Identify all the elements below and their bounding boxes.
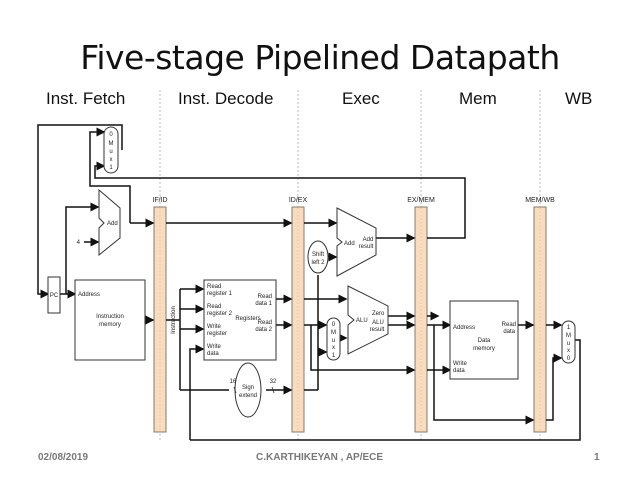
stage-label-fetch: Inst. Fetch (46, 89, 126, 108)
svg-text:u: u (332, 338, 335, 344)
svg-text:memory: memory (473, 346, 495, 352)
slide-title: Five-stage Pipelined Datapath (80, 38, 560, 77)
alu: ALU Zero ALU result (347, 285, 389, 355)
wires (37, 124, 581, 441)
svg-text:x: x (567, 348, 570, 354)
shift-left-2: Shift left 2 (307, 240, 329, 274)
data-memory: Address Data memory Read data Write data (449, 300, 519, 380)
svg-text:Add: Add (107, 221, 118, 227)
svg-text:Write: Write (207, 344, 222, 350)
footer-page-number: 1 (594, 452, 600, 463)
stage-label-exec: Exec (342, 89, 380, 108)
alu-mux: 0 M u x 1 (326, 317, 341, 361)
constant-four: 4 (77, 240, 81, 246)
svg-text:memory: memory (99, 322, 121, 328)
memwb-label: MEM/WB (525, 197, 555, 204)
svg-text:1: 1 (567, 325, 571, 331)
svg-text:PC: PC (50, 293, 59, 299)
writeback-mux: 1 M u x 0 (561, 320, 576, 364)
pipeline-register-idex: ID/EX (289, 197, 308, 433)
instruction-bus-label: Instruction (171, 306, 177, 334)
svg-text:data: data (503, 329, 515, 335)
svg-text:Add: Add (344, 241, 355, 247)
svg-text:0: 0 (109, 132, 113, 138)
svg-text:Read: Read (207, 284, 221, 290)
pc-adder: Add (98, 188, 121, 257)
pipeline-register-memwb: MEM/WB (525, 197, 555, 433)
svg-text:data 1: data 1 (255, 301, 272, 307)
svg-text:Read: Read (502, 322, 516, 328)
branch-adder: Add Add result (336, 207, 377, 277)
svg-text:ALU: ALU (372, 320, 384, 326)
svg-text:M: M (331, 330, 336, 336)
svg-text:data 2: data 2 (255, 327, 272, 333)
svg-text:Write: Write (207, 324, 222, 330)
svg-text:1: 1 (332, 353, 336, 359)
svg-text:0: 0 (567, 356, 571, 362)
stage-label-wb: WB (565, 89, 593, 108)
stage-label-decode: Inst. Decode (178, 89, 274, 108)
svg-text:1: 1 (109, 165, 113, 171)
idex-label: ID/EX (289, 197, 308, 204)
svg-text:ALU: ALU (356, 318, 368, 324)
svg-text:Read: Read (258, 294, 272, 300)
svg-text:M: M (109, 141, 114, 147)
svg-text:Address: Address (453, 325, 475, 331)
svg-text:Write: Write (453, 361, 468, 367)
svg-text:32: 32 (270, 379, 277, 385)
svg-text:Read: Read (258, 320, 272, 326)
exmem-label: EX/MEM (407, 197, 435, 204)
ifid-label: IF/ID (152, 197, 167, 204)
svg-text:Address: Address (78, 292, 100, 298)
svg-text:Registers: Registers (235, 316, 260, 322)
register-file: Read register 1 Read register 2 Write re… (203, 279, 277, 361)
svg-text:Add: Add (363, 237, 374, 243)
svg-text:M: M (566, 333, 571, 339)
footer-author: C.KARTHIKEYAN , AP/ECE (256, 452, 384, 463)
svg-text:Instruction: Instruction (96, 314, 124, 320)
svg-text:u: u (567, 341, 570, 347)
svg-text:Shift: Shift (312, 252, 324, 258)
svg-text:Sign: Sign (242, 385, 254, 391)
footer-date: 02/08/2019 (38, 452, 89, 463)
svg-text:0: 0 (332, 322, 336, 328)
svg-text:register 1: register 1 (207, 291, 233, 297)
svg-text:x: x (110, 157, 113, 163)
sign-extend: Sign extend 16 32 (230, 362, 277, 418)
pc-register: PC (47, 276, 61, 314)
svg-text:result: result (359, 244, 374, 250)
svg-text:data: data (207, 351, 219, 357)
svg-text:result: result (370, 327, 385, 333)
svg-text:Data: Data (478, 338, 491, 344)
pipeline-register-exmem: EX/MEM (407, 197, 435, 433)
svg-text:register 2: register 2 (207, 311, 233, 317)
svg-text:data: data (453, 368, 465, 374)
stage-label-mem: Mem (459, 89, 497, 108)
pc-mux: 0 M u x 1 (103, 126, 119, 174)
instruction-memory: Address Instruction memory (74, 279, 146, 361)
svg-text:register: register (207, 331, 227, 337)
svg-text:extend: extend (239, 393, 257, 399)
svg-text:Zero: Zero (372, 311, 385, 317)
svg-text:x: x (332, 345, 335, 351)
svg-text:left 2: left 2 (311, 260, 325, 266)
svg-text:Read: Read (207, 304, 221, 310)
svg-text:u: u (109, 149, 112, 155)
svg-text:16: 16 (230, 379, 237, 385)
